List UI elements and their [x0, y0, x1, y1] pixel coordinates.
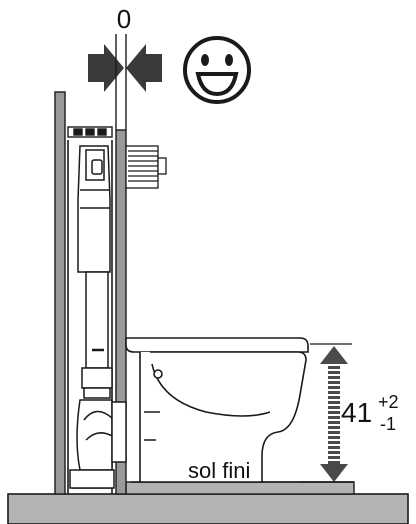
arrow-dash	[328, 421, 340, 424]
down-pipe	[81, 271, 113, 399]
arrow-dash	[328, 426, 340, 429]
arrow-dash	[328, 381, 340, 384]
arrow-dash	[328, 366, 340, 369]
smiley-face-icon	[183, 36, 251, 104]
arrow-dash	[328, 386, 340, 389]
waste-elbow	[69, 399, 127, 489]
arrow-dash	[328, 396, 340, 399]
flush-actuator	[125, 145, 167, 189]
floor-label: sol fini	[188, 458, 250, 483]
arrow-dash	[328, 441, 340, 444]
front-panel	[115, 129, 127, 495]
height-value-label: 41	[341, 397, 372, 428]
arrow-dash	[328, 461, 340, 464]
floor-slab	[7, 481, 409, 524]
arrow-dash	[328, 371, 340, 374]
wall-left	[54, 91, 66, 495]
arrow-dash	[328, 391, 340, 394]
cistern	[77, 145, 111, 273]
arrow-dash	[328, 456, 340, 459]
arrow-dash	[328, 436, 340, 439]
reference-lines	[300, 343, 352, 483]
arrow-dash	[328, 431, 340, 434]
toilet-bowl	[125, 337, 309, 483]
tolerance-plus-label: +2	[378, 392, 399, 412]
gap-value-label: 0	[117, 4, 131, 34]
arrow-dash	[328, 406, 340, 409]
compression-arrows-icon	[88, 44, 162, 92]
arrow-dash	[328, 416, 340, 419]
double-arrow-icon	[320, 346, 348, 482]
arrow-dash	[328, 401, 340, 404]
arrow-dash	[328, 376, 340, 379]
top-bracket	[67, 126, 113, 138]
arrow-dash	[328, 411, 340, 414]
arrow-dash	[328, 446, 340, 449]
arrow-dash	[328, 451, 340, 454]
tolerance-minus-label: -1	[380, 414, 396, 434]
